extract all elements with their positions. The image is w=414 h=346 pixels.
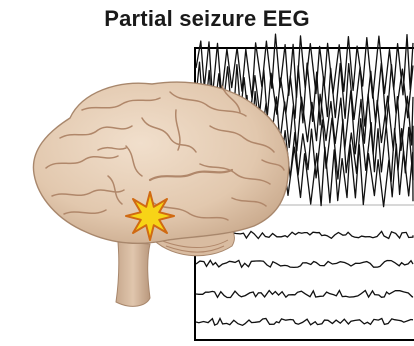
seizure-focus-star-icon [126,192,174,240]
brain-stem [116,242,150,306]
